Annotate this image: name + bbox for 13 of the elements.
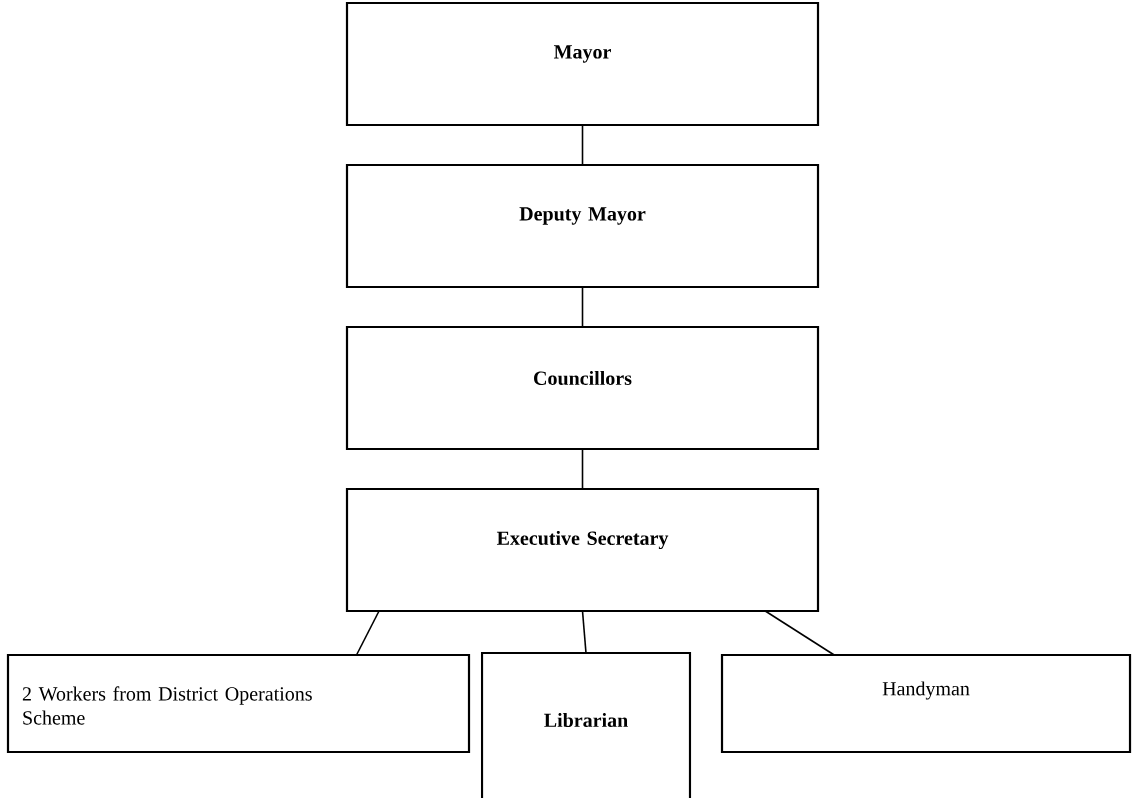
- connector-line: [581, 124, 584, 166]
- org-box: Librarian: [480, 651, 692, 798]
- org-box: 2 Workers from District Operations Scheme: [6, 653, 471, 754]
- connector-line: [581, 610, 587, 654]
- org-box: Deputy Mayor: [345, 163, 820, 289]
- connector-line: [581, 448, 584, 490]
- org-box: Councillors: [345, 325, 820, 451]
- connector-line: [764, 610, 835, 656]
- org-box: Executive Secretary: [345, 487, 820, 613]
- org-box: Handyman: [720, 653, 1132, 754]
- connector-line: [581, 286, 584, 328]
- connector-line: [355, 610, 380, 656]
- org-box: Mayor: [345, 1, 820, 127]
